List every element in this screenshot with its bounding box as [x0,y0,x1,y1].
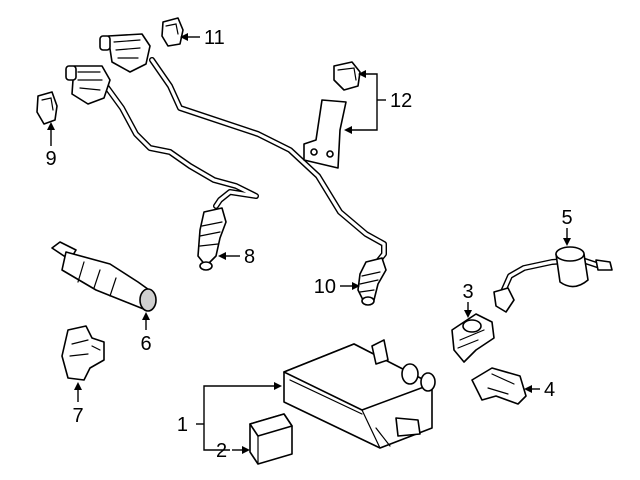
part-7-sensor [61,325,105,381]
callout-3: 3 [462,281,473,303]
part-10-oxygen-sensor [99,33,387,306]
callout-11: 11 [204,27,225,49]
callout-12: 12 [390,90,412,112]
part-11-clip [161,17,184,47]
callout-9: 9 [45,148,56,170]
callout-6: 6 [140,333,151,355]
part-2-filter [249,413,293,465]
part-6-sensor [51,241,157,312]
part-3-valve [451,313,495,363]
callout-10: 10 [314,276,336,298]
callout-5: 5 [561,207,572,229]
part-9-clip [36,91,58,125]
callout-4: 4 [544,379,555,401]
callout-labels: 1 2 3 4 5 6 7 8 9 10 11 12 [45,27,572,462]
part-5-purge-valve [493,246,613,313]
leaders [47,33,571,454]
part-8-oxygen-sensor [65,65,259,271]
part-1-canister [283,339,436,449]
part-4-bracket [471,367,527,405]
part-12-bracket [303,61,361,169]
callout-2: 2 [216,440,227,462]
callout-8: 8 [244,246,255,268]
callout-1: 1 [177,414,188,436]
callout-7: 7 [72,405,83,427]
